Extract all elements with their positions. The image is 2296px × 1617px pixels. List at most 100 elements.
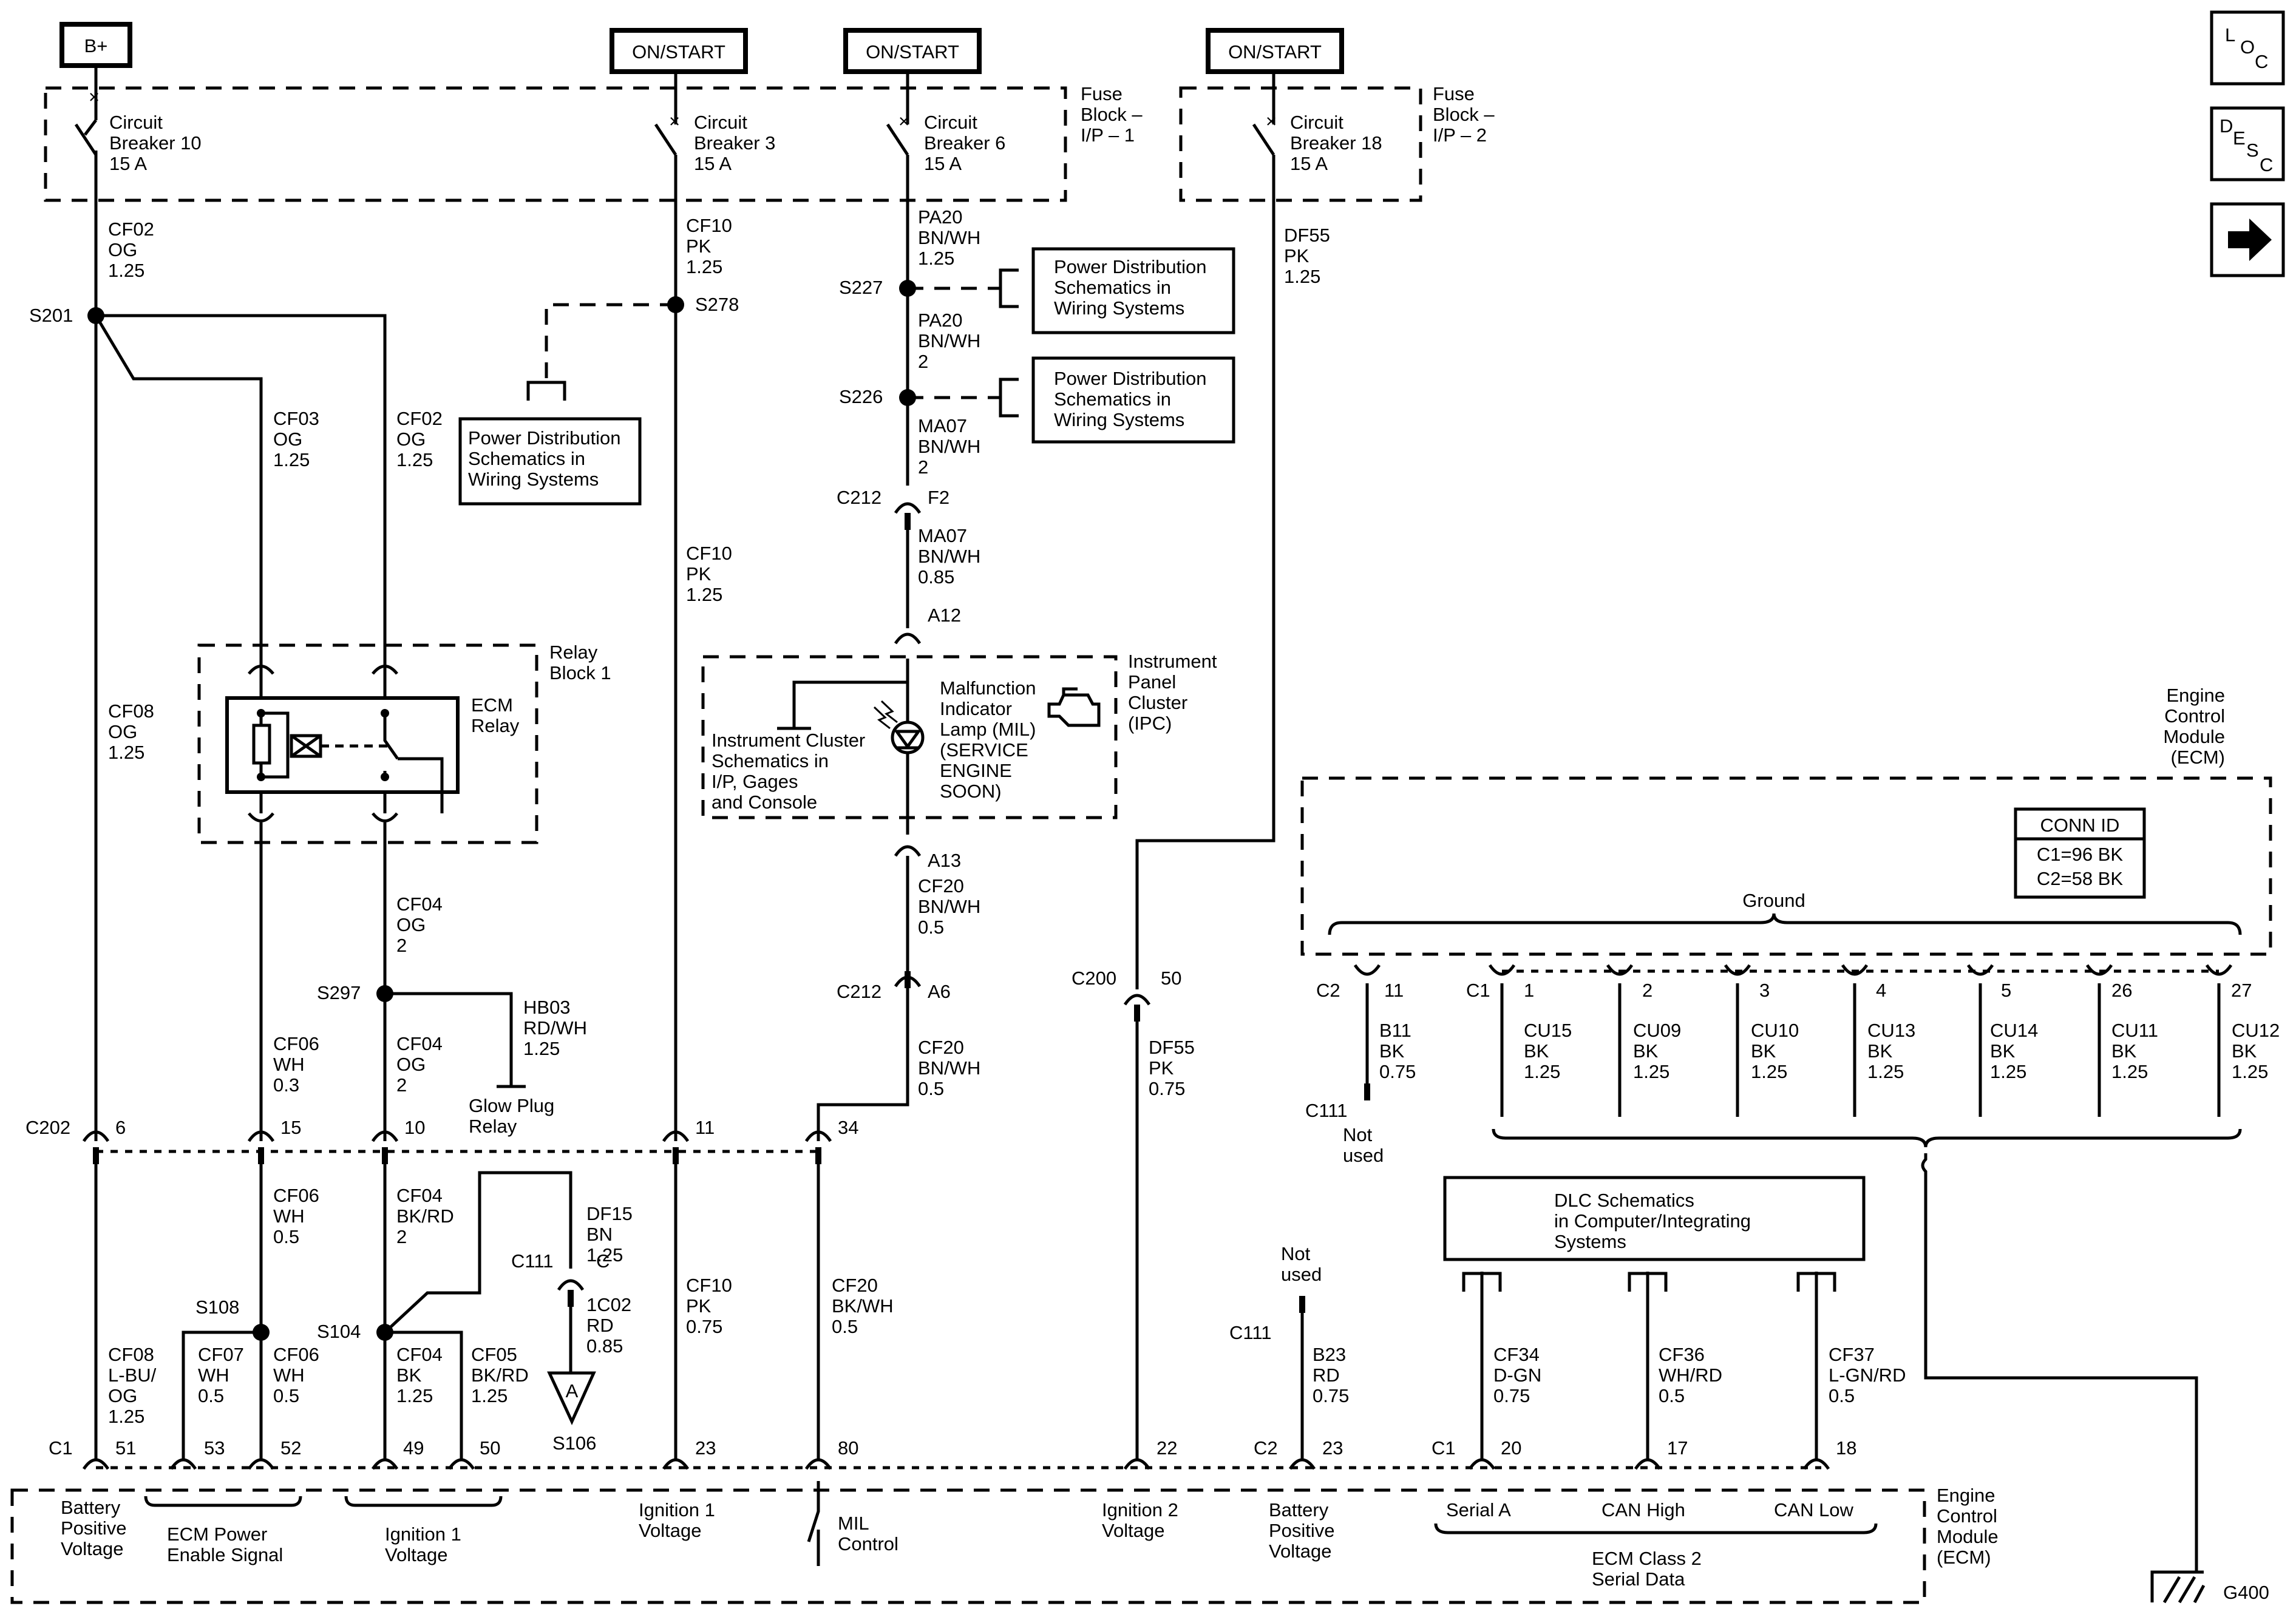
wire-label-cf04-b: CF04 — [396, 1033, 443, 1054]
dlc-ref: DLC Schematics in Computer/Integrating S… — [1443, 1176, 1866, 1292]
on-start-label: ON/START — [1228, 41, 1322, 63]
wire-label-hb03: 1.25 — [523, 1038, 560, 1059]
ref-line3: Wiring Systems — [1054, 297, 1184, 319]
conn-id-c1: C1=96 BK — [2037, 844, 2124, 865]
wire-label-cf06-c: WH — [273, 1364, 305, 1386]
pin-func-can-high: CAN High — [1601, 1499, 1685, 1520]
ecm-pin-52: 52 — [280, 1437, 301, 1459]
wire-label-cf02-a: OG — [108, 239, 137, 260]
wire-label-ma07-b: MA07 — [918, 525, 967, 546]
pin-func-line: Ignition 1 — [385, 1524, 461, 1545]
relay-block-1: Relay Block 1 — [197, 642, 611, 844]
desc-button[interactable]: D E S C — [2210, 106, 2285, 181]
ecm-pin-22: 22 — [1156, 1437, 1177, 1459]
loc-button[interactable]: L O C — [2210, 10, 2285, 86]
wire-label-cu10: 1.25 — [1751, 1061, 1787, 1082]
splice-s297-label: S297 — [317, 982, 361, 1003]
wire-label-cf04-d: BK — [396, 1364, 422, 1386]
breaker-label-line1: Circuit — [924, 112, 977, 133]
wire-label-cf04-c: CF04 — [396, 1185, 443, 1206]
wire-label-cf10-c: 0.75 — [686, 1316, 722, 1337]
ground-label: Ground — [1742, 890, 1805, 911]
connector-c111-label: C111 — [1305, 1100, 1348, 1121]
wire-label-cu15: 1.25 — [1524, 1061, 1560, 1082]
wire-label-cu15: CU15 — [1524, 1020, 1572, 1041]
wire-label-cf10-b: 1.25 — [686, 584, 722, 605]
wire-label-cu13: BK — [1867, 1040, 1893, 1062]
wire-label-cf07: CF07 — [198, 1344, 244, 1365]
ref-line2: Schematics in — [1054, 388, 1171, 410]
not-used-line2: used — [1281, 1264, 1322, 1285]
mil-label-line2: Indicator — [940, 698, 1012, 719]
connector-pin-a6: A6 — [928, 981, 951, 1002]
wire-label-cf06-c: 0.5 — [273, 1385, 299, 1406]
fuse-block-ip2-line3: I/P – 2 — [1433, 124, 1487, 146]
wire-label-cf37: CF37 — [1829, 1344, 1875, 1365]
wire-label-hb03: HB03 — [523, 997, 571, 1018]
wire-label-cf10-c: PK — [686, 1295, 712, 1317]
conn-id-table — [2014, 807, 2146, 899]
pin-func-line: Voltage — [61, 1538, 123, 1559]
wire-label-pa20-a: 1.25 — [918, 248, 954, 269]
ground-bracket: G400 — [1492, 1128, 2269, 1604]
breaker-label-line3: 15 A — [1290, 153, 1328, 174]
fuse-block-ip2-line2: Block – — [1433, 104, 1495, 125]
wire-label-pa20-a: PA20 — [918, 206, 963, 228]
ecm-pin-50: 50 — [480, 1437, 500, 1459]
wire-label-cf10-c: CF10 — [686, 1275, 732, 1296]
wire-label-ma07-b: 0.85 — [918, 566, 954, 588]
splice-s106-label: S106 — [552, 1432, 596, 1454]
wire-label-cf37: L-GN/RD — [1829, 1364, 1906, 1386]
wire-label-cf20-c: BK/WH — [832, 1295, 894, 1317]
inst-cluster-ref-line2: Schematics in — [712, 750, 829, 771]
ipc-label-line3: Cluster — [1128, 692, 1187, 713]
connector-pin-a13: A13 — [928, 850, 961, 871]
wire-label-cu14: BK — [1990, 1040, 2016, 1062]
circuit-breaker-10: × Circuit Breaker 10 15 A — [74, 86, 202, 176]
ground-g400-icon — [2150, 1570, 2206, 1604]
wire-label-ma07-a: BN/WH — [918, 436, 980, 457]
ecm-top-box: Engine Control Module (ECM) CONN ID C1=9… — [1300, 685, 2272, 973]
ecm-pin-4: 4 — [1876, 980, 1886, 1001]
on-start-label: ON/START — [866, 41, 959, 63]
wire-label-cu12: 1.25 — [2232, 1061, 2268, 1082]
ref-line2: Schematics in — [1054, 277, 1171, 298]
wire-label-cf04-d: 1.25 — [396, 1385, 433, 1406]
wire-label-cf37: 0.5 — [1829, 1385, 1855, 1406]
next-page-button[interactable] — [2210, 202, 2285, 277]
connector-c1-label: C1 — [49, 1437, 73, 1459]
wire-label-cf20-c: 0.5 — [832, 1316, 858, 1337]
wire-label-c02-1: 1C02 — [586, 1294, 631, 1315]
not-used-line1: Not — [1281, 1243, 1311, 1264]
circuit-breaker-6: × Circuit Breaker 6 15 A — [886, 110, 1005, 174]
wire-label-cu11: CU11 — [2111, 1020, 2158, 1041]
wire-label-df55-a: DF55 — [1284, 225, 1330, 246]
c202-pin-11: 11 — [695, 1117, 715, 1138]
pin-func-line: Voltage — [1269, 1541, 1331, 1562]
wire-label-cf20-b: CF20 — [918, 1037, 964, 1058]
connector-pin-11: 11 — [1384, 980, 1404, 1001]
fuse-block-ip1-line3: I/P – 1 — [1081, 124, 1135, 146]
connector-c202-label: C202 — [25, 1117, 70, 1138]
wire-label-df55-b: 0.75 — [1149, 1078, 1185, 1099]
wire-label-cf04-a: 2 — [396, 935, 407, 956]
ecm-top-line3: Module — [2163, 726, 2225, 747]
wire-label-cf04-c: BK/RD — [396, 1205, 454, 1227]
wire-label-cf06-b: 0.5 — [273, 1226, 299, 1247]
instrument-panel-cluster: Instrument Cluster Schematics in I/P, Ga… — [701, 651, 1217, 819]
wire-label-cf34: CF34 — [1493, 1344, 1540, 1365]
wire-label-cf04-d: CF04 — [396, 1344, 443, 1365]
ipc-label-line2: Panel — [1128, 671, 1176, 693]
ecm-pin-17: 17 — [1667, 1437, 1688, 1459]
ecm-pin-3: 3 — [1759, 980, 1770, 1001]
wire-label-c02-1: RD — [586, 1315, 614, 1336]
pin-func-can-low: CAN Low — [1774, 1499, 1854, 1520]
wire-label-df55-b: DF55 — [1149, 1037, 1195, 1058]
breaker-label-line1: Circuit — [109, 112, 163, 133]
pin-func-line: Positive — [61, 1517, 127, 1539]
wire-label-cf08-b: OG — [108, 1385, 137, 1406]
loc-letter-c: C — [2255, 51, 2268, 72]
ref-a-label: A — [566, 1380, 579, 1402]
